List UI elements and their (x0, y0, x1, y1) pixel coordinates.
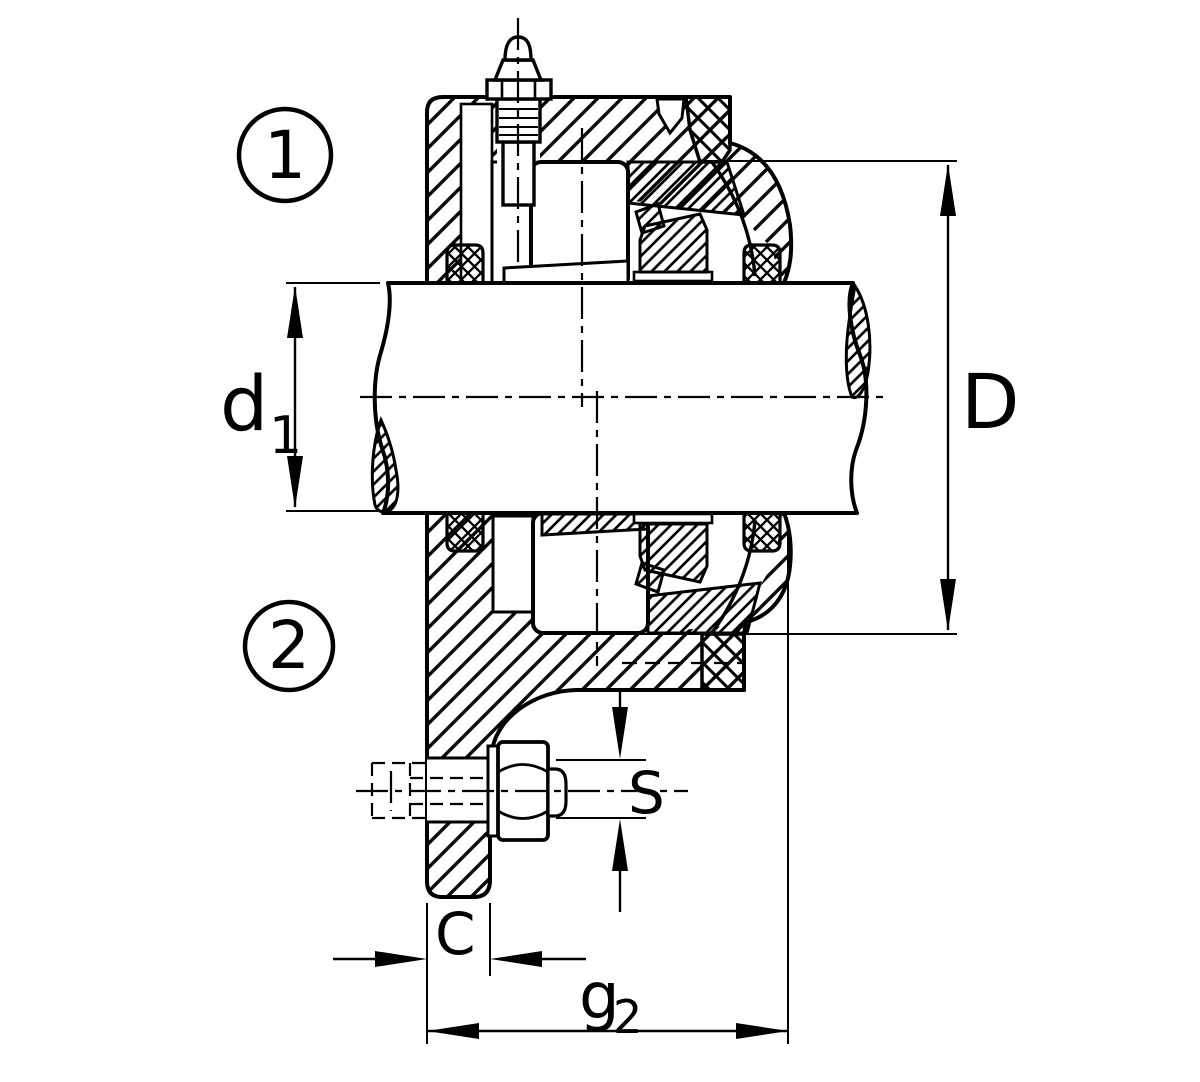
callout-1-label: 1 (264, 117, 306, 194)
housing-groove (655, 97, 686, 136)
label-D: D (961, 357, 1020, 446)
dimensioning (286, 160, 957, 1044)
arrow-D-down (940, 579, 956, 631)
centerlines (356, 18, 886, 811)
arrow-g2-left (427, 1023, 479, 1039)
dim-S (612, 692, 628, 912)
callout-2-circle (242, 599, 336, 693)
label-C: C (435, 900, 476, 968)
seal-ring-upper-right (742, 243, 782, 285)
dim-g2 (427, 1023, 788, 1039)
seal-base-lower (632, 512, 714, 525)
seal-clip-lower (634, 561, 666, 594)
label-g2-sub: 2 (613, 990, 642, 1044)
shaft (370, 281, 872, 515)
shaft-break-left (370, 416, 400, 514)
dim-D (940, 164, 956, 631)
callout-1-circle (236, 106, 334, 204)
callouts: 1 2 (236, 106, 336, 693)
outer-ring-upper (626, 160, 747, 217)
callout-2-label: 2 (268, 607, 310, 684)
label-d1-base: d (220, 359, 268, 448)
dim-C (333, 951, 586, 967)
arrow-g2-right (736, 1023, 788, 1039)
nut-chamfer-arcs (497, 763, 549, 820)
arrow-d1-up (287, 286, 303, 338)
bolt-tip (546, 767, 568, 818)
seal-ring-lower-left (445, 511, 485, 553)
lower-bearing-cavity (445, 511, 782, 635)
arrow-S-down (612, 707, 628, 759)
dim-d1 (287, 286, 303, 508)
extension-lines (286, 160, 957, 1044)
label-S: S (628, 759, 665, 827)
arrow-d1-down (287, 456, 303, 508)
label-d1-sub: 1 (269, 406, 302, 466)
arrow-C-right (375, 951, 427, 967)
seal-ring-lower-right (742, 511, 782, 553)
grease-fitting (485, 35, 553, 207)
dimension-labels: d 1 D S C g 2 (220, 357, 1020, 1044)
arrow-C-left (490, 951, 542, 967)
recess-lower (491, 514, 535, 614)
seal-ring-upper-left (445, 243, 485, 285)
seal-clip-upper (634, 202, 666, 235)
arrow-S-up (612, 819, 628, 871)
arrow-D-up (940, 164, 956, 216)
label-g2-base: g (579, 960, 620, 1034)
